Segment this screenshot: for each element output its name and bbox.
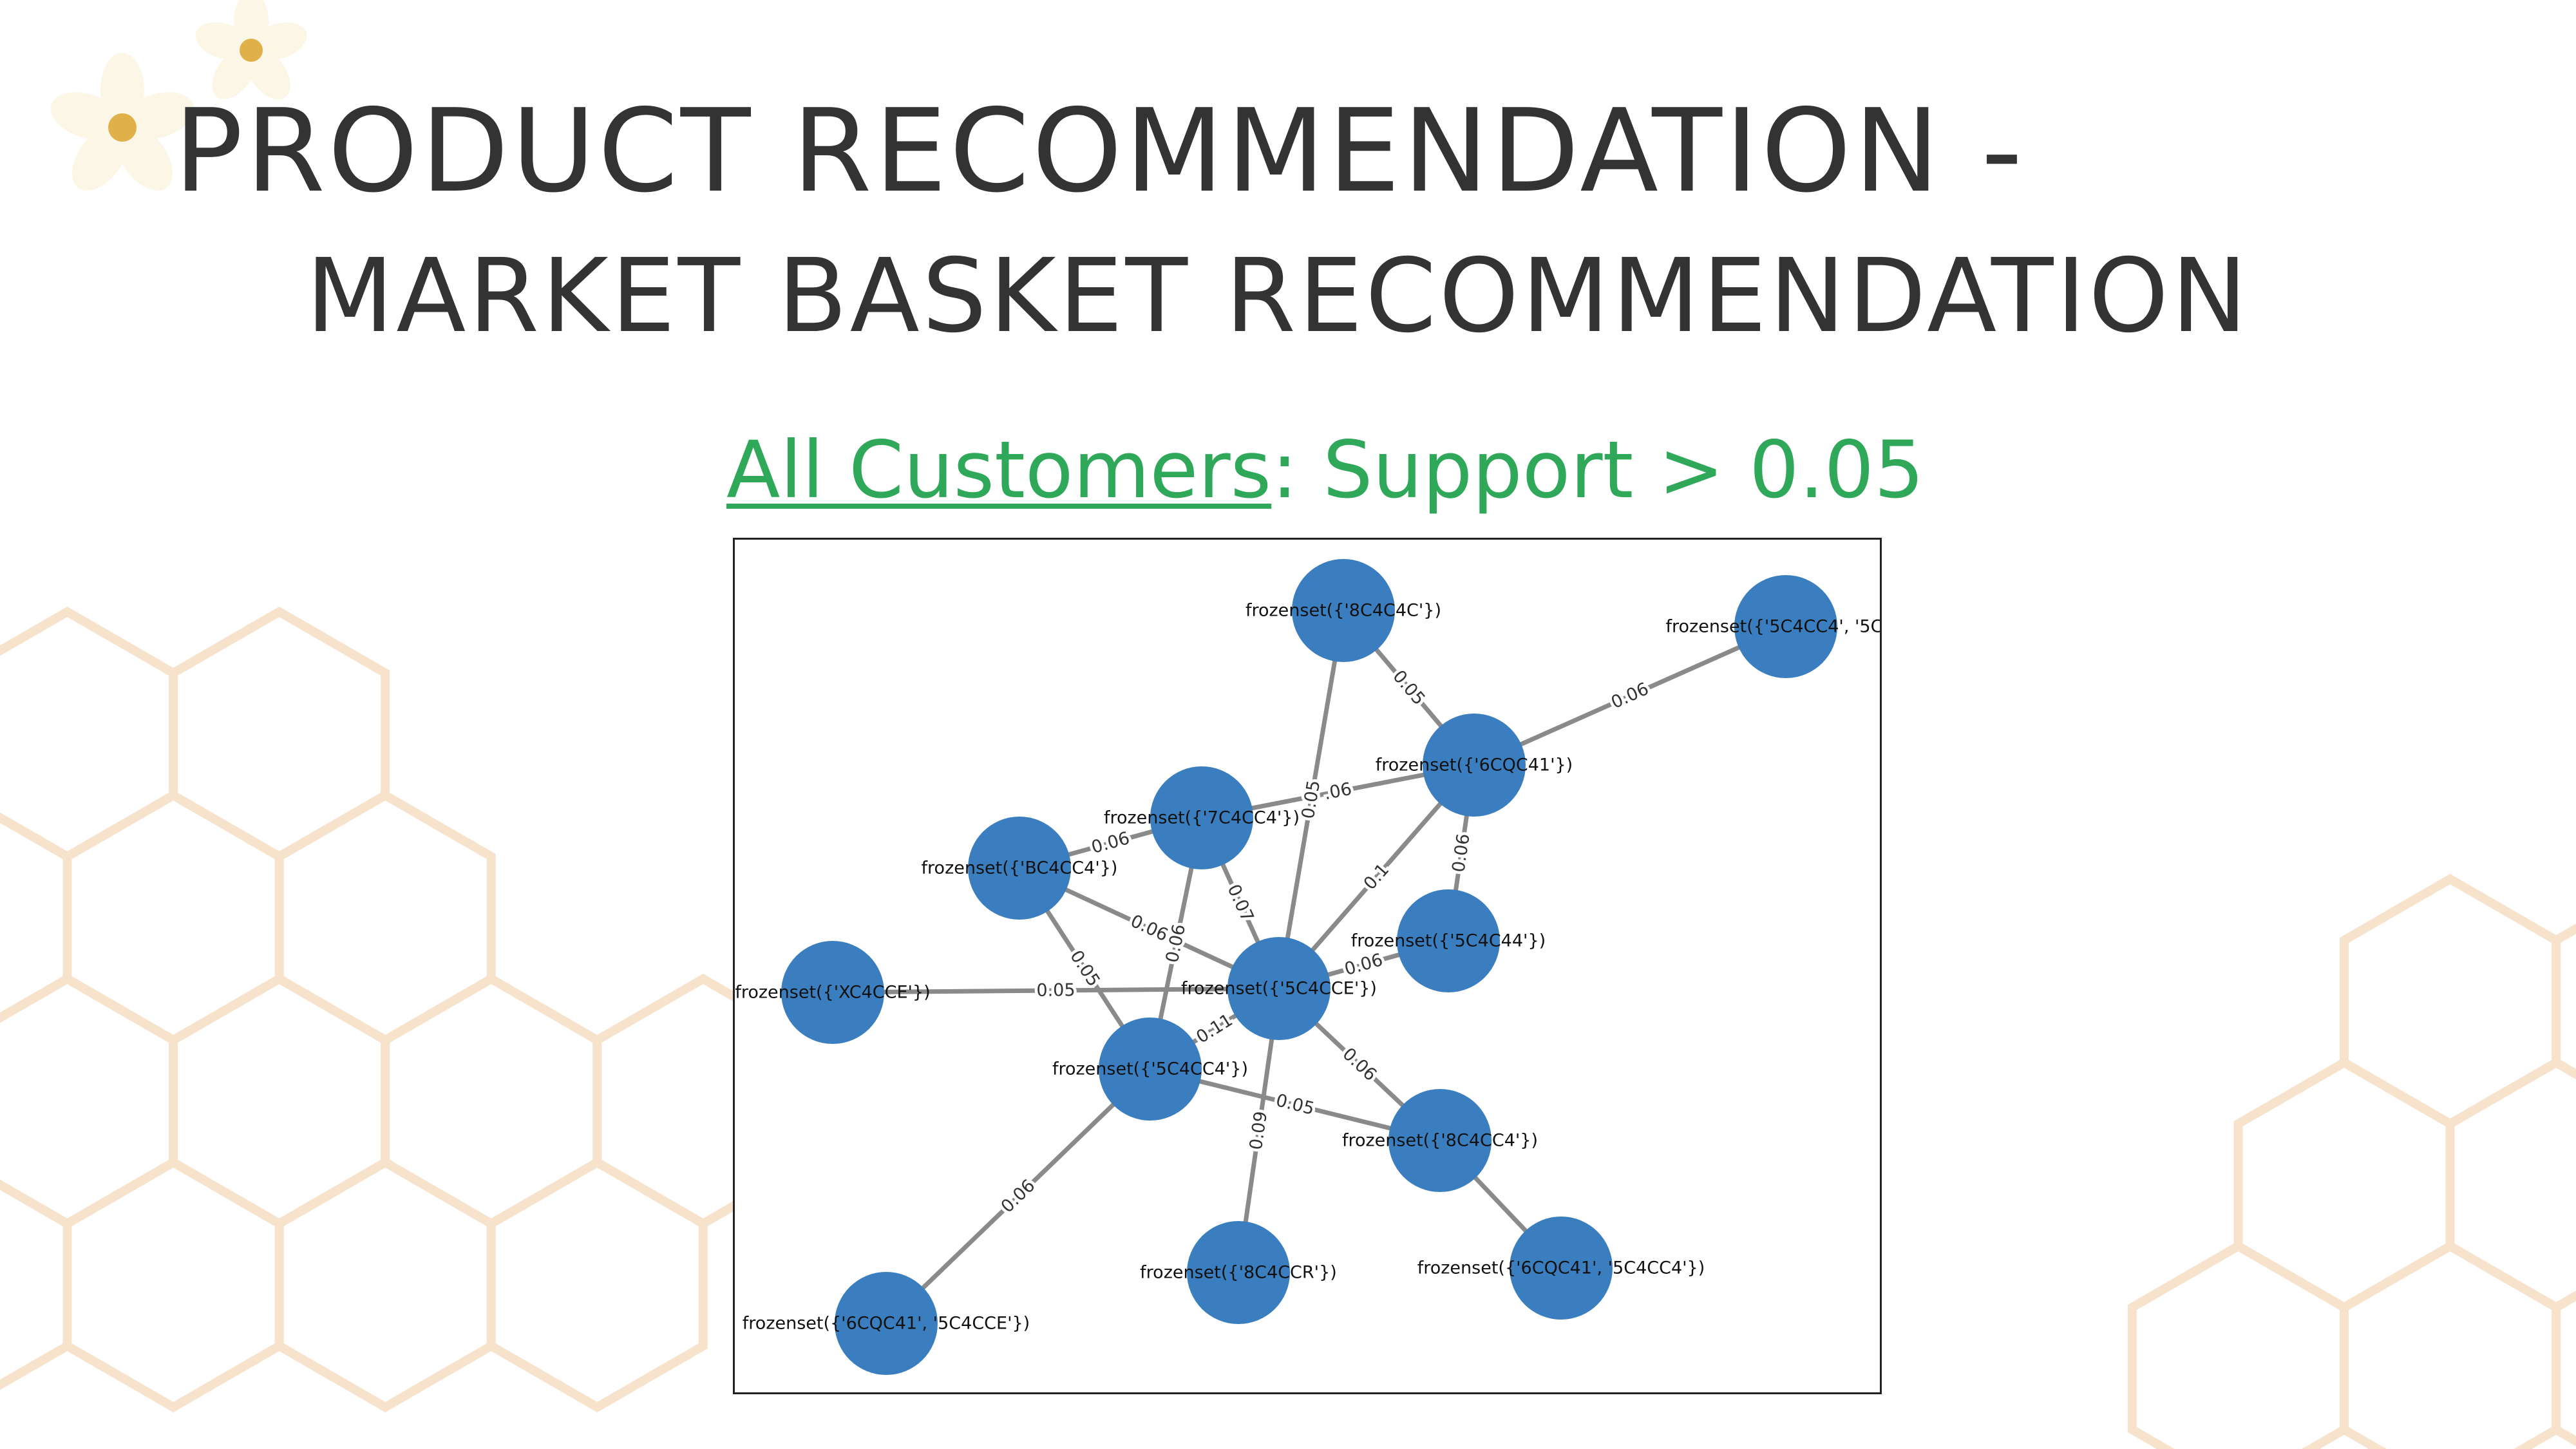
- node-label: frozenset({'8C4CC4'}): [1342, 1131, 1538, 1151]
- node-label: frozenset({'5C4CC4', '5C4C: [1666, 617, 1880, 637]
- hexagon-shape: [0, 606, 178, 862]
- edge-weight-label: 0.09: [1246, 1110, 1271, 1151]
- graph-node: [1099, 1018, 1202, 1121]
- hexagon-shape: [62, 790, 284, 1046]
- hexagon-shape: [274, 790, 496, 1046]
- graph-node: [1150, 766, 1253, 869]
- edge-weight-label: 0.05: [1036, 980, 1075, 1001]
- all-customers-link[interactable]: All Customers: [726, 424, 1272, 516]
- page-title-line-2: MARKET BASKET RECOMMENDATION: [306, 237, 2250, 355]
- node-label: frozenset({'8C4CCR'}): [1140, 1263, 1337, 1283]
- section-subtitle: All Customers: Support > 0.05: [726, 425, 1924, 515]
- hexagon-shape: [381, 973, 602, 1229]
- edge-weight-label: 0.06: [1448, 833, 1473, 874]
- graph-node: [968, 817, 1071, 920]
- hexagon-shape: [2340, 1240, 2561, 1449]
- node-label: frozenset({'5C4CC4'}): [1052, 1059, 1248, 1079]
- node-label: frozenset({'6CQC41', '5C4CCE'}): [743, 1314, 1030, 1334]
- edge-weight-label: 0.06: [1089, 828, 1132, 858]
- edge-weight-label: 0.06: [1128, 911, 1171, 945]
- hexagon-shape: [486, 1157, 708, 1413]
- graph-node: [1292, 559, 1395, 662]
- flower-icon: [50, 53, 194, 191]
- graph-node: [1397, 889, 1500, 992]
- hexagon-pattern: [0, 606, 2576, 1449]
- node-label: frozenset({'7C4CC4'}): [1104, 808, 1300, 828]
- edge-weight-label: 0.06: [1608, 679, 1652, 713]
- association-graph: 0.050.050.06.060.10.060.060.070.060.060.…: [735, 559, 1880, 1375]
- edge-weight-label: .06: [1322, 779, 1353, 804]
- node-label: frozenset({'XC4CCE'}): [735, 983, 930, 1003]
- hexagon-shape: [2445, 1057, 2576, 1313]
- graph-node: [781, 941, 884, 1044]
- hexagon-shape: [0, 1179, 72, 1390]
- edge-weight-label: 0.07: [1223, 882, 1257, 925]
- hexagon-shape: [2552, 923, 2576, 1079]
- graph-node: [835, 1272, 938, 1375]
- hexagon-shape: [62, 1157, 284, 1413]
- graph-edge: [884, 1067, 1152, 1325]
- graph-node: [1423, 714, 1526, 817]
- node-label: frozenset({'5C4C44'}): [1351, 931, 1546, 951]
- graph-node: [1227, 937, 1331, 1040]
- node-label: frozenset({'BC4CC4'}): [922, 858, 1118, 878]
- support-threshold-text: : Support > 0.05: [1271, 424, 1924, 516]
- edge-weight-label: 0.05: [1298, 779, 1325, 820]
- edge-weight-label: 0.05: [1274, 1090, 1316, 1119]
- graph-edge: [1276, 610, 1346, 989]
- graph-edge: [832, 986, 1280, 995]
- graph-node: [1388, 1089, 1492, 1192]
- hexagon-shape: [2340, 873, 2561, 1130]
- hexagon-shape: [274, 1157, 496, 1413]
- graph-node: [1510, 1217, 1613, 1320]
- node-label: frozenset({'8C4C4C'}): [1245, 601, 1441, 621]
- node-label: frozenset({'6CQC41'}): [1376, 755, 1573, 775]
- flower-icon: [195, 0, 307, 100]
- hexagon-shape: [169, 606, 390, 862]
- hexagon-shape: [169, 973, 390, 1229]
- edge-weight-label: 0.06: [1342, 950, 1385, 980]
- edge-weight-label: 0.11: [1193, 1010, 1236, 1047]
- hexagon-shape: [2127, 1240, 2349, 1449]
- node-label: frozenset({'6CQC41', '5C4CC4'}): [1417, 1258, 1705, 1278]
- hexagon-shape: [0, 973, 178, 1229]
- graph-nodes: frozenset({'8C4C4C'}) frozenset({'5C4CC4'…: [735, 559, 1880, 1375]
- graph-node: [1734, 575, 1837, 678]
- node-label: frozenset({'5C4CCE'}): [1181, 979, 1377, 999]
- hexagon-shape: [2233, 1057, 2455, 1313]
- hexagon-shape: [2552, 1291, 2576, 1446]
- page-title-line-1: PRODUCT RECOMMENDATION -: [174, 84, 2025, 218]
- graph-node: [1187, 1221, 1290, 1324]
- graph-edge: [1473, 624, 1787, 768]
